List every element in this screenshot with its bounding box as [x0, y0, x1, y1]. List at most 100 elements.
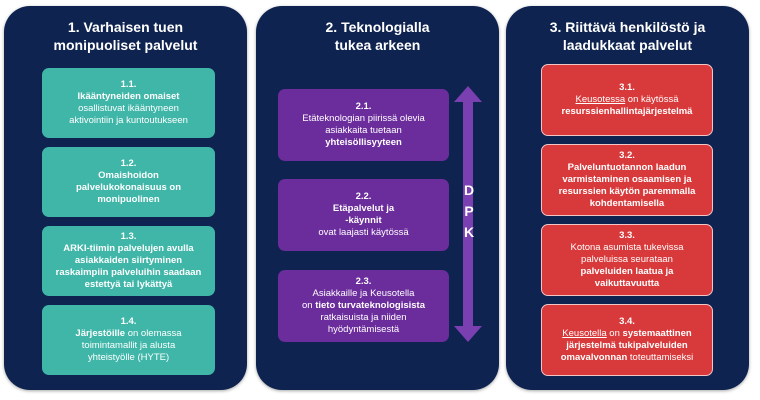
card-text-line: palvelukokonaisuus on: [76, 182, 181, 194]
dpk-letter: K: [463, 224, 475, 240]
column-staff-quality: 3. Riittävä henkilöstö ja laadukkaat pal…: [506, 6, 749, 390]
card-text-line: palveluissa seurataan: [581, 254, 673, 266]
card-text-line: ratkaisuista ja niiden: [320, 312, 406, 324]
card-text-segment: Omaishoidon: [98, 170, 159, 181]
card-text-segment: vaikuttavuutta: [594, 278, 660, 289]
card-text-segment: Etäteknologian piirissä olevia: [302, 113, 425, 124]
card-text-segment: palvelukokonaisuus on: [75, 182, 182, 193]
card-text-line: varmistaminen osaamisen ja: [562, 174, 691, 186]
card-text-segment: Keusotella: [562, 328, 607, 339]
card-text-segment: Järjestöille: [75, 328, 126, 339]
column-title-line: 1. Varhaisen tuen: [67, 19, 184, 35]
card-text-segment: aktivointiin ja kuntoutukseen: [69, 115, 188, 126]
card-text-segment: palveluiden laatua ja: [580, 266, 674, 277]
card-text-segment: Ikääntyneiden omaiset: [77, 91, 180, 102]
card-text-line: Etäteknologian piirissä olevia: [302, 113, 425, 125]
card-text-line: aktivointiin ja kuntoutukseen: [69, 115, 188, 127]
card-text-segment: yhteisöllisyyteen: [325, 137, 402, 148]
card-text-line: raskaimpiin palveluihin saadaan: [56, 267, 202, 279]
card-text-line: resurssienhallintajärjestelmä: [562, 106, 693, 118]
card-text-segment: yhteistyölle (HYTE): [87, 352, 170, 363]
card-text-line: Ikääntyneiden omaiset: [78, 91, 180, 103]
card-text-segment: osallistuvat ikääntyneen: [78, 103, 179, 114]
card-text-segment: kohdentamisella: [589, 198, 665, 209]
card-text-line: vaikuttavuutta: [595, 278, 659, 290]
dpk-letter: P: [464, 203, 474, 219]
card-text-line: kohdentamisella: [590, 198, 664, 210]
card-text-segment: ovat laajasti käytössä: [318, 227, 409, 238]
card-text-line: Keusotessa on käytössä: [576, 94, 679, 106]
card-text-line: -käynnit: [345, 215, 381, 227]
card-text-line: Järjestöille on olemassa: [75, 328, 181, 340]
card-text-line: palveluiden laatua ja: [581, 266, 674, 278]
card-text-line: Omaishoidon: [98, 170, 159, 182]
card-text-line: Etäpalvelut ja: [333, 203, 394, 215]
card-text-segment: -käynnit: [345, 215, 382, 226]
card-text-segment: Etäpalvelut ja: [332, 203, 395, 214]
card-text-line: Palveluntuotannon laadun: [568, 162, 687, 174]
card-text-segment: toteuttamiseksi: [627, 352, 694, 363]
card-text-line: resurssien käytön paremmalla: [559, 186, 696, 198]
card-text-segment: tieto turvateknologisista: [315, 300, 426, 311]
card-number: 3.4.: [619, 316, 635, 327]
card-text-line: osallistuvat ikääntyneen: [78, 103, 179, 115]
card-text-segment: järjestelmä tukipalveluiden: [566, 340, 688, 351]
card-number: 2.1.: [355, 101, 372, 112]
card-text-line: ovat laajasti käytössä: [318, 227, 408, 239]
column-title: 3. Riittävä henkilöstö ja laadukkaat pal…: [506, 18, 749, 54]
card-text-segment: ARKI-tiimin palvelujen avulla: [63, 243, 194, 254]
card-text-segment: omavalvonnan: [560, 352, 628, 363]
card-number: 3.1.: [619, 82, 635, 93]
card-text-segment: Kotona asumista tukevissa: [570, 242, 684, 253]
card-text-line: asiakkaita tuetaan: [325, 125, 402, 137]
card-number: 1.3.: [120, 231, 137, 242]
card-text-segment: on käytössä: [625, 94, 679, 105]
card-text-line: on tieto turvateknologisista: [302, 300, 425, 312]
card-text-line: asiakkaiden siirtyminen: [75, 255, 182, 267]
card-text-line: Kotona asumista tukevissa: [570, 242, 683, 254]
column-title-line: monipuoliset palvelut: [53, 37, 198, 53]
card-text-line: ARKI-tiimin palvelujen avulla: [63, 243, 193, 255]
card-text-segment: toimintamallit ja alusta: [81, 340, 176, 351]
card-number: 1.2.: [120, 158, 137, 169]
column-early-support: 1. Varhaisen tuen monipuoliset palvelut …: [4, 6, 247, 390]
card-text-segment: raskaimpiin palveluihin saadaan: [55, 267, 202, 278]
column-title: 2. Teknologialla tukea arkeen: [256, 18, 499, 54]
card-text-line: hyödyntämisestä: [328, 324, 399, 336]
card-text-line: Asiakkaille ja Keusotella: [313, 288, 415, 300]
card-text-line: omavalvonnan toteuttamiseksi: [561, 352, 694, 364]
card-text-segment: systemaattinen: [622, 328, 692, 339]
column-title: 1. Varhaisen tuen monipuoliset palvelut: [4, 18, 247, 54]
card-text-segment: Keusotessa: [575, 94, 626, 105]
card-text-line: monipuolinen: [97, 194, 159, 206]
column-title-line: tukea arkeen: [334, 37, 421, 53]
card-number: 2.3.: [355, 276, 372, 287]
column-title-line: 2. Teknologialla: [325, 19, 430, 35]
card-number: 1.4.: [120, 316, 137, 327]
card-text-segment: Asiakkaille ja Keusotella: [312, 288, 415, 299]
card-number: 2.2.: [355, 191, 372, 202]
column-title-line: 3. Riittävä henkilöstö ja: [549, 19, 706, 35]
card-text-segment: Palveluntuotannon laadun: [567, 162, 687, 173]
column-technology: 2. Teknologialla tukea arkeen 2.1.Etätek…: [256, 6, 499, 390]
card-number: 1.1.: [120, 79, 137, 90]
card-text-segment: varmistaminen osaamisen ja: [562, 174, 692, 185]
card-text-segment: on: [606, 328, 623, 339]
card-text-segment: estettyä tai lykättyä: [84, 279, 173, 290]
card-text-line: järjestelmä tukipalveluiden: [566, 340, 687, 352]
card-text-segment: resurssien käytön paremmalla: [558, 186, 696, 197]
card-number: 3.3.: [619, 230, 635, 241]
card-text-line: estettyä tai lykättyä: [85, 279, 173, 291]
card-text-segment: on: [301, 300, 316, 311]
column-title-line: laadukkaat palvelut: [562, 37, 693, 53]
